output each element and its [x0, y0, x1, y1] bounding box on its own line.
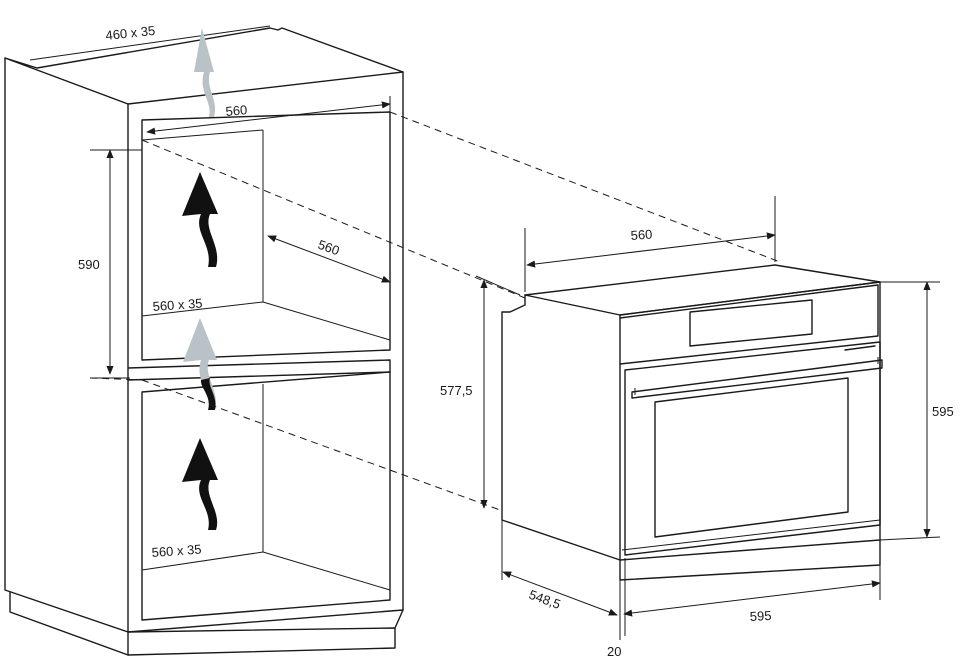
cabinet-left-side [4, 57, 129, 633]
oven-front-width-label: 595 [749, 608, 771, 624]
cabinet [4, 25, 404, 656]
oven-control-panel [619, 284, 879, 365]
oven-depth-label: 548,5 [527, 587, 563, 612]
oven-door [624, 341, 881, 556]
oven-body-height-label: 577,5 [440, 383, 473, 398]
vent-middle-label: 560 x 35 [152, 296, 203, 314]
oven-total-height-label: 595 [932, 404, 954, 419]
niche-height-label: 590 [78, 257, 100, 272]
lower-niche [141, 371, 391, 621]
airflow-arrows [182, 28, 218, 530]
airflow-arrow-icon [182, 438, 218, 530]
oven-window [654, 377, 849, 538]
oven-handle [631, 359, 883, 399]
vent-bottom-label: 560 x 35 [151, 542, 202, 560]
vent-top-label: 460 x 35 [105, 23, 156, 43]
cabinet-depth-label: 560 [316, 237, 342, 259]
oven-side [501, 294, 621, 561]
middle-shelf [127, 359, 391, 381]
dimension-lines [90, 96, 941, 640]
oven-front [619, 281, 881, 561]
cabinet-width-label: 560 [225, 102, 248, 119]
oven-display [689, 299, 813, 347]
oven-width-label: 560 [630, 227, 653, 243]
front-offset-label: 20 [607, 644, 621, 659]
airflow-arrow-icon [182, 172, 218, 267]
cabinet-top [4, 27, 404, 105]
cabinet-plinth [9, 591, 396, 656]
airflow-arrow-icon [183, 318, 217, 410]
upper-niche [141, 111, 391, 361]
oven [501, 264, 883, 581]
airflow-arrow-icon [194, 28, 216, 117]
